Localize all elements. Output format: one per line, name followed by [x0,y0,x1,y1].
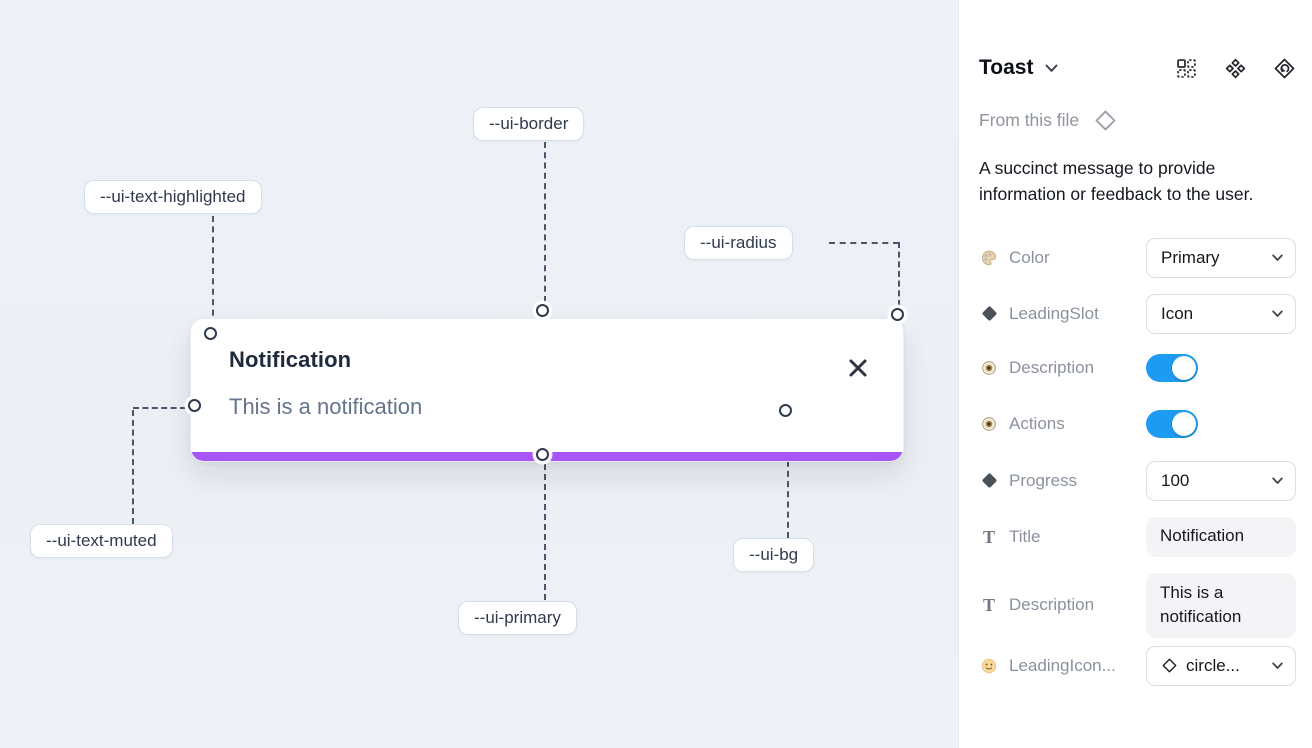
toast-title: Notification [229,347,352,372]
property-row-actions-toggle: Actions [979,409,1296,438]
connector-line [787,420,789,538]
toast-description: This is a notification [229,394,423,419]
chevron-down-icon [1266,476,1283,485]
chevron-down-icon [1266,662,1283,670]
annotation-ui-border[interactable]: --ui-border [473,107,585,141]
property-row-progress: Progress 100 [979,460,1296,501]
component-props-icon[interactable] [1175,57,1198,80]
component-icon[interactable] [1224,57,1247,80]
component-title[interactable]: Toast [979,56,1034,79]
chevron-down-icon[interactable] [1045,64,1058,73]
annotation-ui-text-muted[interactable]: --ui-text-muted [30,524,173,558]
leadingslot-select[interactable]: Icon [1146,293,1296,334]
property-row-leadingslot: LeadingSlot Icon [979,293,1296,334]
diamond-icon [979,305,999,322]
diamond-outline-icon [1161,657,1178,674]
property-row-description-text: T Description This is a notification [979,572,1296,638]
property-row-title: T Title Notification [979,516,1296,557]
annotation-ui-bg[interactable]: --ui-bg [733,538,815,572]
connector-line [829,242,899,244]
property-label: LeadingSlot [1009,303,1099,323]
title-field[interactable]: Notification [1146,516,1296,557]
anchor-radius[interactable] [891,308,904,321]
panel-header: Toast [979,56,1296,80]
eye-icon [979,415,999,433]
properties-panel: Toast [958,0,1312,748]
smiley-icon [979,657,999,675]
description-toggle[interactable] [1146,353,1198,382]
property-row-color: Color Primary [979,237,1296,278]
property-label: Actions [1009,413,1065,433]
chevron-down-icon [1266,253,1283,262]
component-description: A succinct message to provide informatio… [979,158,1254,205]
connector-line [544,142,546,302]
palette-icon [979,249,999,267]
progress-select[interactable]: 100 [1146,460,1296,501]
chevron-down-icon [1266,309,1283,318]
swap-instance-icon[interactable] [1273,57,1296,80]
source-label: From this file [979,110,1080,130]
leadingicon-select[interactable]: circle... [1146,645,1296,686]
connector-line [544,464,546,600]
diamond-outline-icon [1093,108,1118,133]
connector-line [132,410,134,524]
anchor-primary[interactable] [536,448,549,461]
property-label: LeadingIcon... [1009,655,1116,675]
close-icon[interactable] [845,355,871,381]
connector-line [898,242,900,306]
property-label: Color [1009,247,1050,267]
property-label: Description [1009,357,1095,377]
anchor-text-muted[interactable] [188,399,201,412]
property-label: Title [1009,526,1041,546]
property-row-leadingicon: LeadingIcon... circle... [979,645,1296,686]
annotation-ui-primary[interactable]: --ui-primary [458,601,577,635]
design-canvas[interactable]: Notification This is a notification --ui… [0,0,958,748]
connector-line [133,407,186,409]
connector-line [212,216,214,326]
diamond-icon [979,472,999,489]
text-icon: T [982,595,995,616]
color-select[interactable]: Primary [1146,237,1296,278]
annotation-ui-text-highlighted[interactable]: --ui-text-highlighted [84,180,262,214]
description-field[interactable]: This is a notification [1146,572,1296,638]
component-source: From this file [979,108,1296,133]
annotation-ui-radius[interactable]: --ui-radius [684,226,793,260]
anchor-bg[interactable] [779,404,792,417]
property-label: Description [1009,595,1095,615]
property-row-description-toggle: Description [979,353,1296,382]
actions-toggle[interactable] [1146,409,1198,438]
anchor-text-highlighted[interactable] [204,327,217,340]
text-icon: T [982,526,995,547]
anchor-border[interactable] [536,304,549,317]
eye-icon [979,359,999,377]
property-label: Progress [1009,470,1078,490]
toast-component[interactable]: Notification This is a notification [190,318,904,462]
